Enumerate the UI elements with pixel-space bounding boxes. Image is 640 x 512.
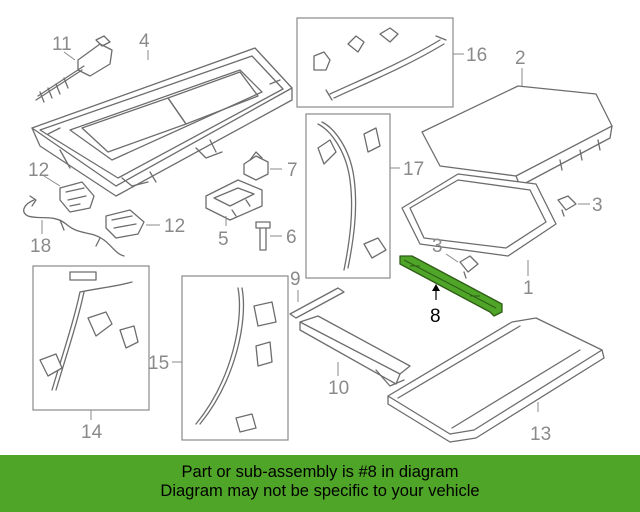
banner-line-1: Part or sub-assembly is #8 in diagram <box>181 463 459 481</box>
part-17-drain-hose[interactable] <box>317 121 387 271</box>
part-14-rail-kit[interactable] <box>39 271 139 391</box>
callout-18: 18 <box>30 236 51 257</box>
callout-8: 8 <box>430 306 441 327</box>
callout-9: 9 <box>290 269 301 290</box>
box-16 <box>296 17 454 108</box>
part-2-glass-panel[interactable] <box>421 85 613 187</box>
callout-3b: 3 <box>432 236 443 257</box>
callout-4: 4 <box>139 31 150 52</box>
callout-13: 13 <box>530 424 551 445</box>
part-1-glass-panel[interactable] <box>401 173 557 257</box>
callout-2: 2 <box>515 48 526 69</box>
part-9-strip[interactable] <box>289 287 345 319</box>
part-15-rail-kit[interactable] <box>195 287 277 433</box>
callout-14: 14 <box>81 422 103 443</box>
part-10-sunshade-front[interactable] <box>299 315 411 387</box>
part-3-lower-grommet[interactable] <box>459 255 479 279</box>
callout-12a: 12 <box>28 160 49 181</box>
info-banner: Part or sub-assembly is #8 in diagram Di… <box>0 455 640 512</box>
part-16-seal-set[interactable] <box>313 27 447 101</box>
part-3-upper-grommet[interactable] <box>557 195 577 217</box>
banner-line-2: Diagram may not be specific to your vehi… <box>160 482 480 500</box>
part-12-lower-guide[interactable] <box>105 209 145 239</box>
callout-16: 16 <box>466 45 487 66</box>
callout-1: 1 <box>523 278 534 299</box>
part-13-sunshade[interactable] <box>387 317 605 443</box>
callout-3a: 3 <box>592 195 603 216</box>
part-6-bolt[interactable] <box>255 221 271 251</box>
part-18-drain-cable[interactable] <box>23 195 125 257</box>
box-17 <box>305 113 391 279</box>
part-12-upper-guide[interactable] <box>59 181 95 213</box>
callout-17: 17 <box>403 159 424 180</box>
callout-6: 6 <box>286 227 297 248</box>
part-4-sunroof-frame[interactable] <box>31 47 293 197</box>
parts-diagram: 4 11 12 18 12 7 5 <box>23 17 613 445</box>
callout-5: 5 <box>218 229 229 250</box>
part-5-bracket[interactable] <box>205 179 263 221</box>
callout-7: 7 <box>287 160 298 181</box>
part-7-clip[interactable] <box>243 151 269 181</box>
box-15 <box>181 275 289 441</box>
part-8-front-deflector[interactable] <box>399 255 503 317</box>
callout-15: 15 <box>148 353 169 374</box>
callout-10: 10 <box>328 378 349 399</box>
part-11-motor[interactable] <box>35 35 113 103</box>
callout-11: 11 <box>52 34 72 55</box>
callout-12b: 12 <box>164 216 185 237</box>
